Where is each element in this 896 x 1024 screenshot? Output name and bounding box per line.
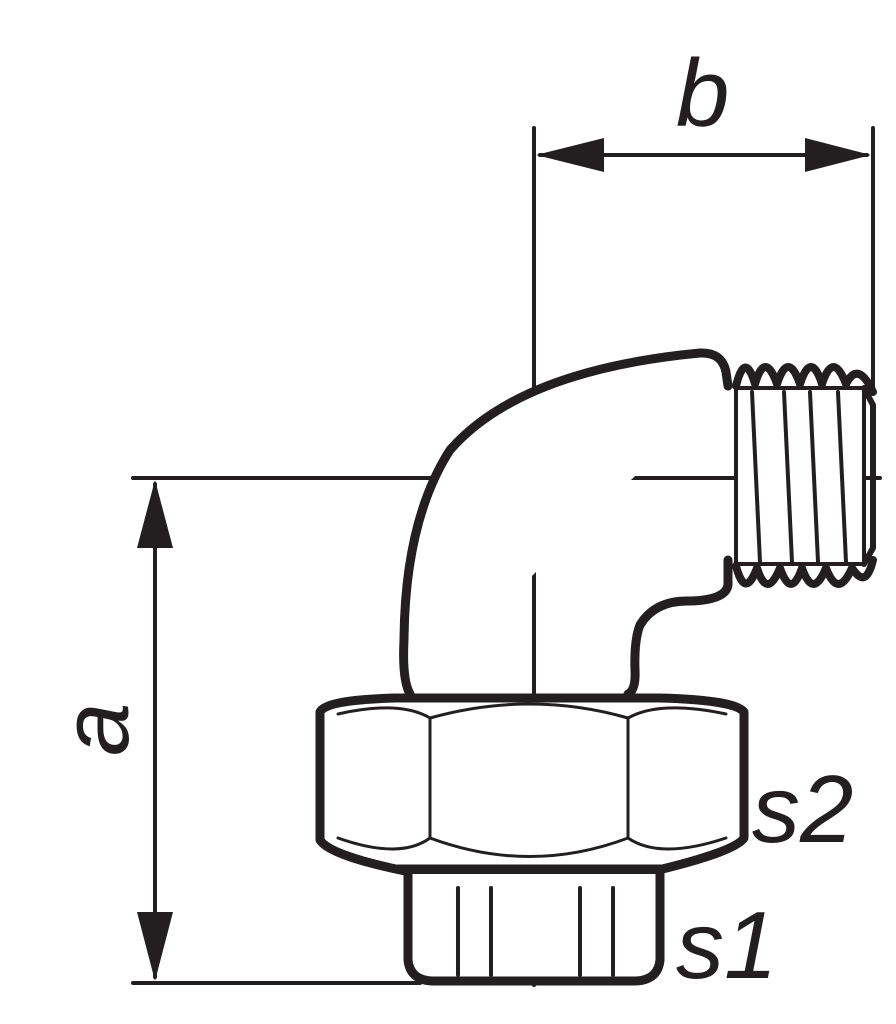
dimension-label-a: a <box>42 703 149 756</box>
hex-nut-s2 <box>315 693 749 877</box>
thread <box>732 363 877 588</box>
label-s2: s2 <box>752 756 853 863</box>
arrow-a-bottom <box>137 912 173 981</box>
hex-s1 <box>403 869 665 986</box>
arrow-a-top <box>137 480 173 548</box>
arrow-b-left <box>536 138 604 172</box>
arrowheads <box>137 138 871 981</box>
dimension-label-b: b <box>676 40 729 147</box>
label-s1: s1 <box>676 892 777 999</box>
arrow-b-right <box>805 138 871 172</box>
elbow-body <box>399 348 733 699</box>
